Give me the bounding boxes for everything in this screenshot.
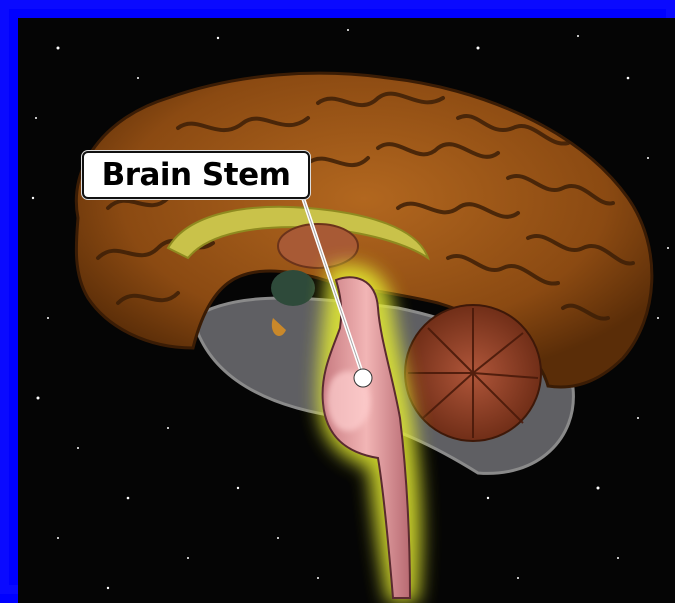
hypothalamus bbox=[271, 270, 315, 306]
brain-illustration: Brain Stem bbox=[18, 18, 675, 603]
brain-diagram-svg bbox=[18, 18, 675, 603]
brain-stem-label: Brain Stem bbox=[82, 151, 310, 199]
brain-stem-label-text: Brain Stem bbox=[102, 157, 291, 193]
callout-pointer-dot bbox=[354, 369, 372, 387]
